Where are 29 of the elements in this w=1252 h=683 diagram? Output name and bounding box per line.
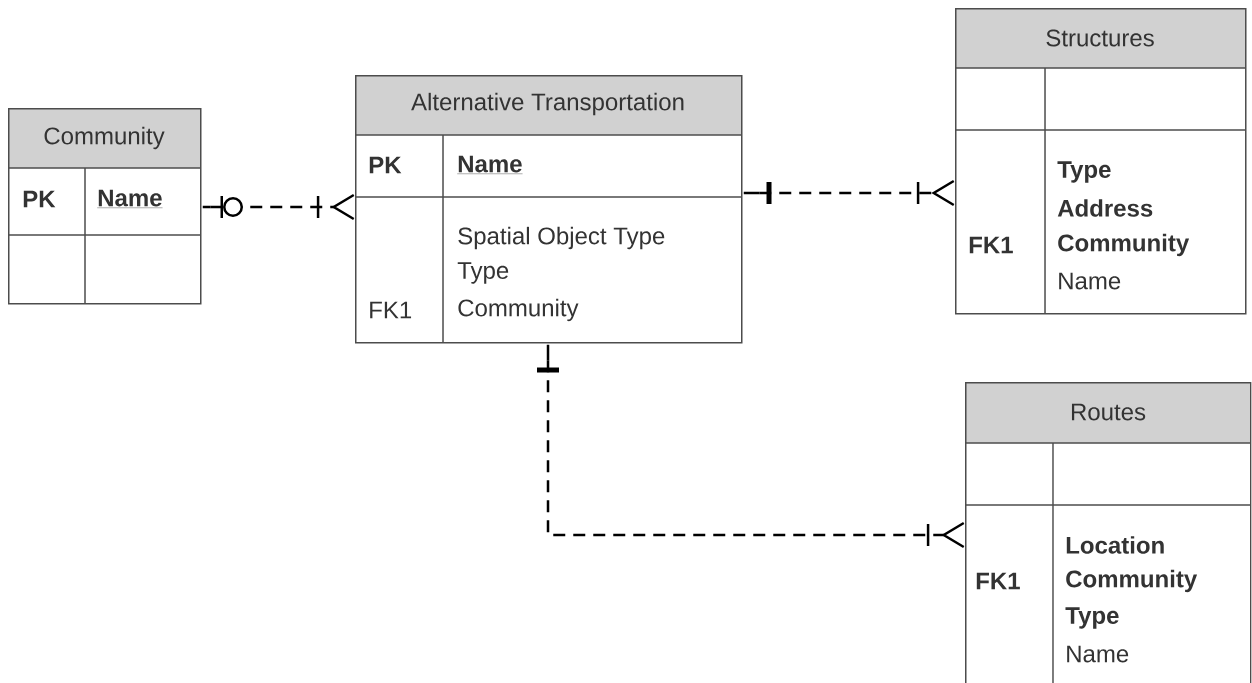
entity-table — [7, 108, 202, 305]
field-name: Community — [458, 298, 579, 322]
relationship-line — [742, 179, 955, 207]
field-name: Name — [97, 189, 163, 208]
field-name: Name — [1067, 645, 1129, 663]
table-header: Routes — [1071, 403, 1146, 421]
entity-table — [964, 382, 1252, 683]
table-header: Structures — [1046, 29, 1154, 47]
key-label: FK1 — [370, 301, 412, 319]
key-label: FK1 — [976, 572, 1020, 590]
field-name: Community — [1066, 569, 1198, 593]
table-header: Community — [44, 126, 165, 150]
field-name: Community — [1058, 233, 1190, 257]
entity-table — [954, 8, 1247, 315]
field-name: Type — [1057, 161, 1111, 183]
field-name: Address — [1057, 199, 1153, 217]
field-name: Name — [457, 155, 523, 174]
table-header: Alternative Transportation — [411, 92, 684, 116]
key-label: PK — [23, 190, 56, 208]
field-name: Type — [457, 262, 509, 284]
key-label: PK — [369, 156, 402, 174]
entity-table — [354, 75, 743, 344]
field-name: Location — [1066, 536, 1164, 554]
field-name: Type — [1065, 607, 1119, 629]
field-name: Spatial Object Type — [458, 226, 665, 250]
field-name: Name — [1059, 272, 1121, 290]
key-label: FK1 — [969, 236, 1013, 254]
relationship-line — [537, 343, 965, 549]
relationship-line — [201, 193, 355, 221]
